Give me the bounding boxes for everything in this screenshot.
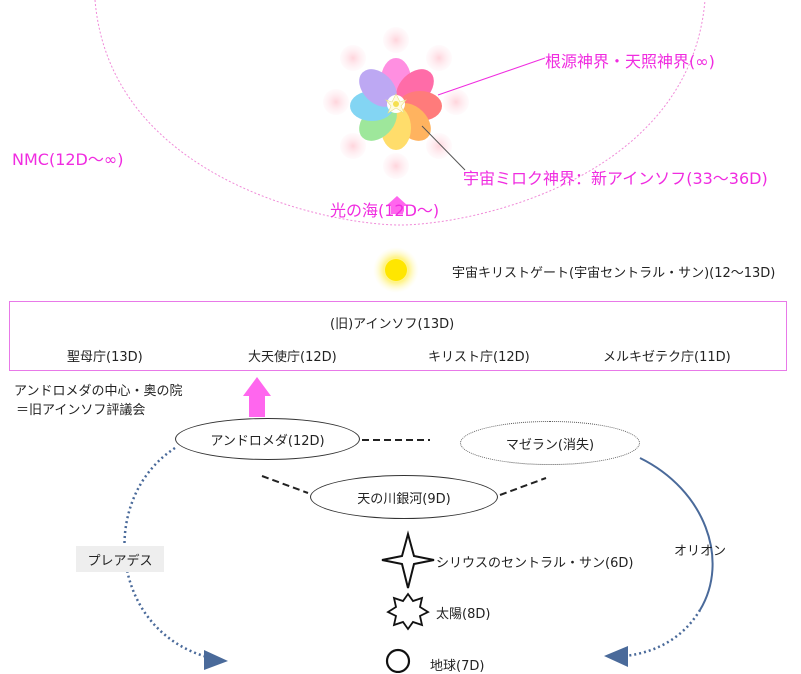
milky-way-oval: 天の川銀河(9D) [310, 475, 498, 519]
magellan-oval: マゼラン(消失) [460, 421, 640, 465]
sirius-label: シリウスのセントラル・サン(6D) [436, 556, 634, 571]
source-realm-label: 根源神界・天照神界(∞) [545, 52, 715, 71]
circle-icon [385, 648, 411, 673]
earth-label: 地球(7D) [430, 659, 485, 674]
milky-way-label: 天の川銀河(9D) [357, 491, 451, 507]
sun-label: 太陽(8D) [436, 607, 491, 622]
orion-path-dotted [624, 609, 702, 658]
four-point-star-icon [381, 530, 435, 589]
connector-milkyway-magellan [499, 477, 547, 496]
andromeda-note-line1: アンドロメダの中心・奥の院 [14, 384, 183, 399]
arrow-up-to-sea [386, 196, 408, 214]
agency-melchizedek: メルキゼテク庁(11D) [603, 350, 731, 365]
miroku-realm-label: 宇宙ミロク神界：新アインソフ(33〜36D) [463, 169, 768, 188]
orion-path-solid [639, 457, 714, 611]
christ-gate-label: 宇宙キリストゲート(宇宙セントラル・サン)(12〜13D) [452, 266, 776, 281]
orion-arrowhead [604, 646, 628, 667]
sea-of-light-label: 光の海(12D〜) [330, 201, 440, 220]
leader-line-miroku [421, 125, 466, 171]
arrow-up-to-ainsoph [243, 377, 271, 417]
glowing-sun-icon [373, 247, 419, 293]
connector-andromeda-milkyway [261, 475, 309, 494]
orion-label: オリオン [674, 544, 727, 559]
leader-line-source-realm [437, 57, 546, 96]
agency-christ: キリスト庁(12D) [428, 350, 530, 365]
lotus-mandala-icon [323, 27, 469, 179]
nmc-boundary-arc [94, 0, 706, 226]
andromeda-label: アンドロメダ(12D) [210, 433, 325, 449]
old-ainsoph-box [9, 301, 787, 371]
pleiades-arrowhead [204, 650, 228, 670]
nmc-label: NMC(12D〜∞) [12, 150, 124, 169]
agency-holy-mother: 聖母庁(13D) [67, 350, 143, 365]
magellan-label: マゼラン(消失) [505, 437, 595, 453]
old-ainsoph-title: (旧)アインソフ(13D) [330, 317, 455, 332]
pleiades-label: プレアデス [76, 546, 164, 572]
agency-archangel: 大天使庁(12D) [248, 350, 337, 365]
andromeda-note-line2: ＝旧アインソフ評議会 [16, 403, 146, 418]
andromeda-oval: アンドロメダ(12D) [175, 418, 360, 460]
eight-point-star-icon [386, 592, 430, 631]
